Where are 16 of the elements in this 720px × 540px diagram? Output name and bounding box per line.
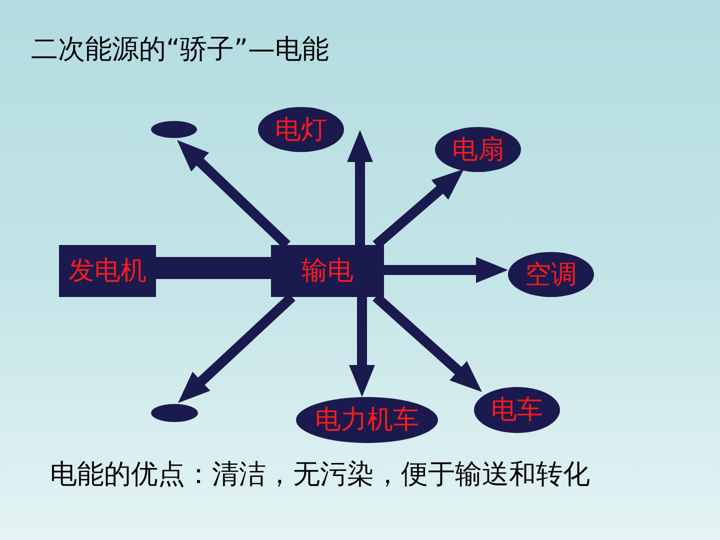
process-box <box>59 245 156 297</box>
note-text: 电能的优点：清洁，无污染，便于输送和转化 <box>50 458 590 492</box>
empty-ellipse <box>151 404 198 422</box>
node-label: 发电机 <box>68 256 146 286</box>
node-label: 电灯 <box>275 114 327 144</box>
node-label: 空调 <box>525 260 577 290</box>
node-label: 输电 <box>302 256 354 286</box>
arrow <box>384 257 508 283</box>
process-box <box>271 245 384 297</box>
slide-title: 二次能源的“骄子”—电能 <box>31 33 329 67</box>
node-label: 电力机车 <box>315 405 419 435</box>
arrow <box>347 130 373 245</box>
arrow <box>349 297 375 397</box>
node-label: 电车 <box>491 395 543 425</box>
node-label: 电扇 <box>452 134 504 164</box>
empty-ellipse <box>151 121 197 138</box>
